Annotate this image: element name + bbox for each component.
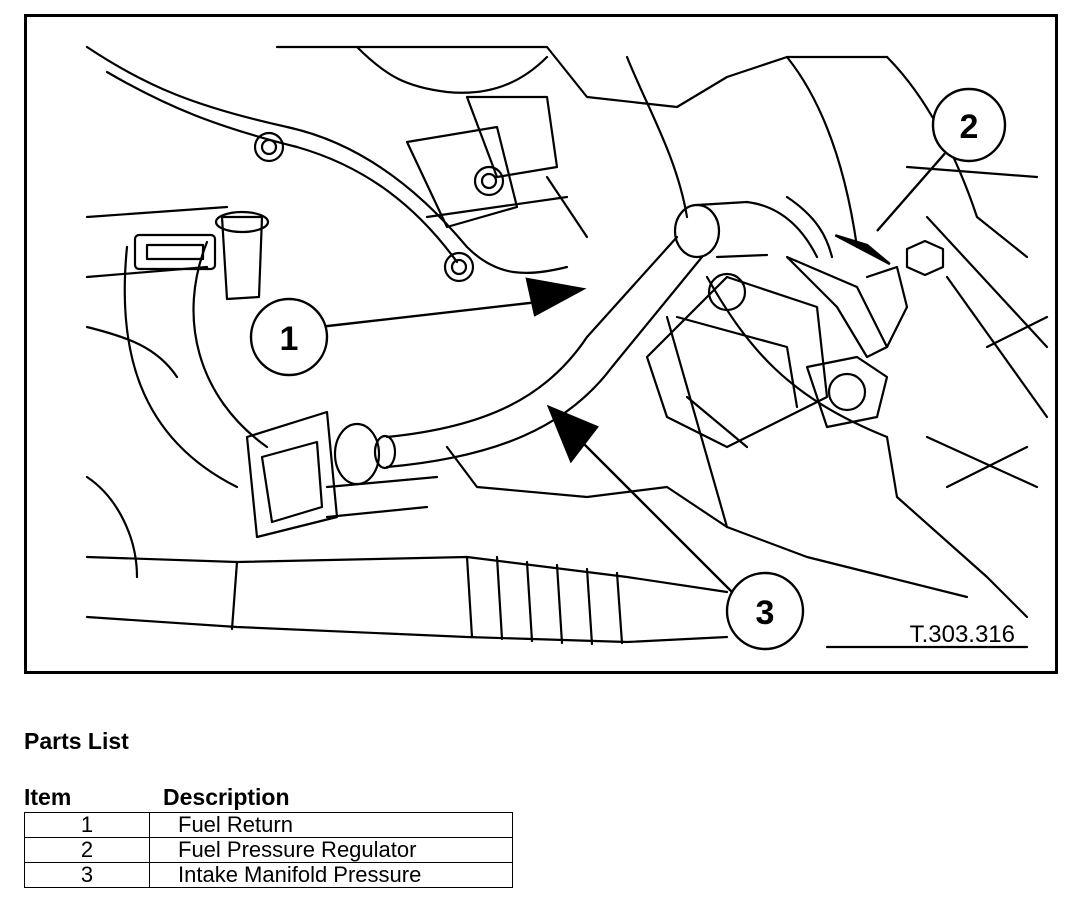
nut-icon [827, 372, 867, 412]
arrow-2-head [834, 234, 891, 266]
item-description: Intake Manifold Pressure [149, 862, 513, 888]
diagram-frame: 1 2 3 T.303.316 [24, 14, 1058, 674]
item-number: 3 [24, 862, 150, 888]
callout-2-number: 2 [960, 108, 979, 146]
pressure-regulator [645, 275, 829, 449]
coolant-hose [123, 245, 239, 489]
arrow-1-head [525, 277, 587, 317]
item-number: 1 [24, 812, 150, 838]
callout-3-number: 3 [756, 594, 775, 632]
item-number: 2 [24, 837, 150, 863]
item-description: Fuel Pressure Regulator [149, 837, 513, 863]
description-column-header: Description [163, 784, 290, 810]
bolt-icon [253, 131, 285, 163]
callout-2-circle [931, 87, 1007, 163]
bolt-icon [443, 251, 475, 283]
callout-3-circle [725, 571, 805, 651]
engine-diagram: 1 2 3 [85, 45, 1049, 651]
bolt-icon [473, 165, 505, 197]
table-row: 2 Fuel Pressure Regulator [24, 837, 513, 863]
parts-table: 1 Fuel Return 2 Fuel Pressure Regulator … [24, 812, 513, 888]
table-row: 3 Intake Manifold Pressure [24, 862, 513, 888]
corrugated-hose [85, 555, 729, 594]
fuel-return-pipe [385, 235, 679, 439]
diagram-reference-code: T.303.316 [909, 621, 1015, 648]
engine-outline [85, 45, 569, 275]
arrow-3-head [546, 404, 599, 464]
callout-1-circle [249, 297, 329, 377]
item-column-header: Item [24, 784, 72, 810]
table-row: 1 Fuel Return [24, 812, 513, 838]
item-description: Fuel Return [149, 812, 513, 838]
parts-list-title: Parts List [24, 728, 129, 754]
callout-1-number: 1 [280, 320, 299, 358]
